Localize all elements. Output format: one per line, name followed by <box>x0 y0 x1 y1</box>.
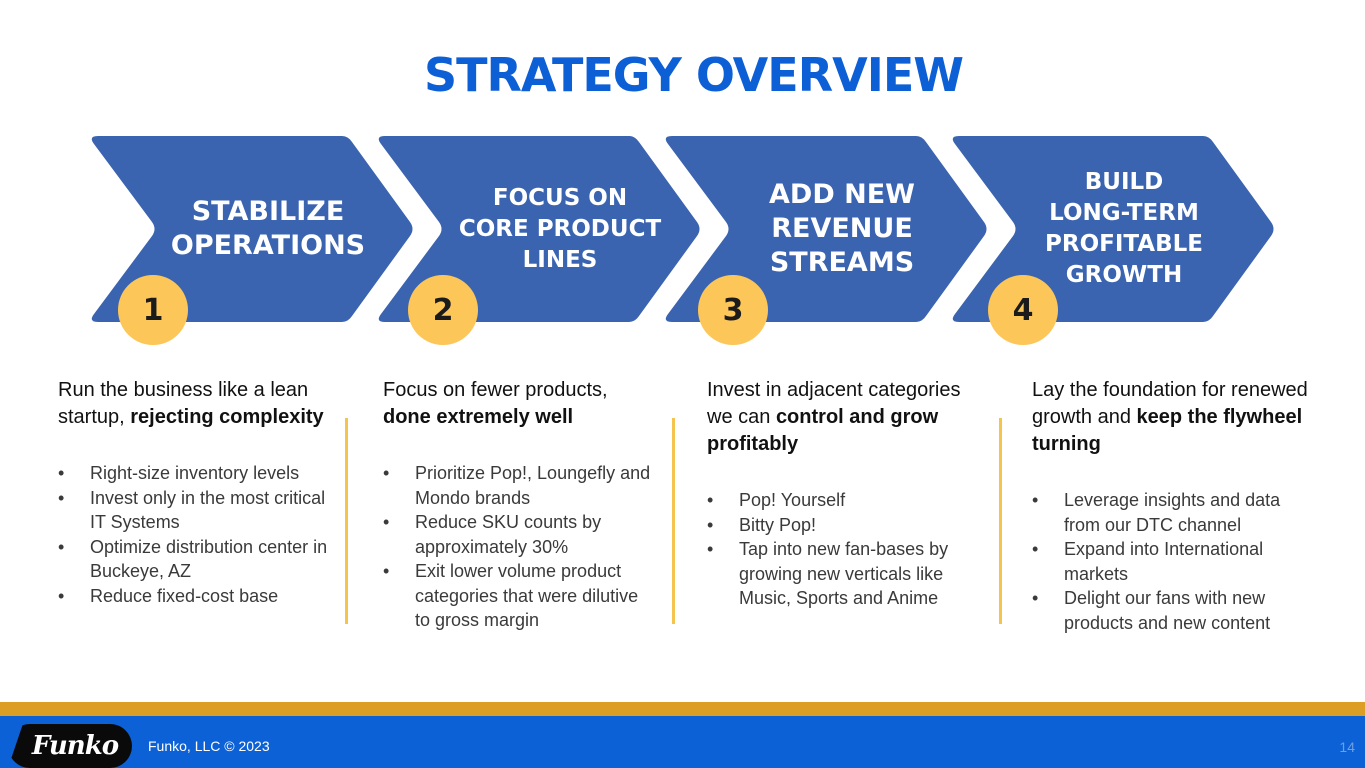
list-item: Reduce SKU counts by approximately 30% <box>383 510 655 559</box>
step-2-bullet-list: Prioritize Pop!, Loungefly and Mondo bra… <box>383 461 655 633</box>
column-divider <box>672 418 675 624</box>
step-4-label: BUILD LONG-TERM PROFITABLE GROWTH <box>1045 169 1203 288</box>
list-item: Tap into new fan-bases by growing new ve… <box>707 537 979 611</box>
footer-accent-stripe <box>0 702 1365 716</box>
intro-emphasis: done extremely well <box>383 406 574 428</box>
list-item: Leverage insights and data from our DTC … <box>1032 488 1312 537</box>
list-item: Reduce fixed-cost base <box>58 584 338 609</box>
step-2-description: Focus on fewer products, done extremely … <box>383 377 655 633</box>
intro-emphasis: control and grow profitably <box>707 406 939 455</box>
column-divider <box>999 418 1002 624</box>
intro-text: Lay the foundation for renewed growth an… <box>1032 379 1308 428</box>
list-item: Optimize distribution center in Buckeye,… <box>58 535 338 584</box>
list-item: Bitty Pop! <box>707 513 979 538</box>
logo-wordmark: Funko <box>31 731 119 761</box>
list-item: Delight our fans with new products and n… <box>1032 586 1312 635</box>
intro-text: Focus on fewer products, <box>383 379 608 401</box>
step-3-label: ADD NEW REVENUE STREAMS <box>769 179 915 278</box>
step-3-chevron: ADD NEW REVENUE STREAMS <box>664 136 989 322</box>
step-3-intro: Invest in adjacent categories we can con… <box>707 377 979 458</box>
intro-text: Run the business like a lean startup, <box>58 379 309 428</box>
list-item: Exit lower volume product categories tha… <box>383 559 655 633</box>
step-1-chevron: STABILIZE OPERATIONS <box>90 136 415 322</box>
step-1-label: STABILIZE OPERATIONS <box>170 196 366 261</box>
chevron-arrow-shape <box>378 136 700 322</box>
list-item: Invest only in the most critical IT Syst… <box>58 486 338 535</box>
list-item: Right-size inventory levels <box>58 461 338 486</box>
slide-title: STRATEGY OVERVIEW <box>423 48 964 102</box>
list-item: Pop! Yourself <box>707 488 979 513</box>
list-item: Prioritize Pop!, Loungefly and Mondo bra… <box>383 461 655 510</box>
step-2-intro: Focus on fewer products, done extremely … <box>383 377 655 431</box>
copyright-text: Funko, LLC © 2023 <box>148 738 270 754</box>
chevron-arrow-shape <box>91 136 413 322</box>
step-1-description: Run the business like a lean startup, re… <box>58 377 338 608</box>
page-number: 14 <box>1339 739 1355 755</box>
step-4-number-badge: 4 <box>988 275 1058 345</box>
step-3-number-badge: 3 <box>698 275 768 345</box>
step-2-label: FOCUS ON CORE PRODUCT LINES <box>458 184 662 273</box>
intro-text: Invest in adjacent categories we can <box>707 379 961 428</box>
funko-logo: Funko <box>8 724 132 768</box>
step-3-description: Invest in adjacent categories we can con… <box>707 377 979 611</box>
step-1-bullet-list: Right-size inventory levels Invest only … <box>58 461 338 608</box>
intro-emphasis: rejecting complexity <box>130 406 324 428</box>
list-item: Expand into International markets <box>1032 537 1312 586</box>
step-2-number-badge: 2 <box>408 275 478 345</box>
step-3-bullet-list: Pop! Yourself Bitty Pop! Tap into new fa… <box>707 488 979 611</box>
column-divider <box>345 418 348 624</box>
footer-bar: Funko Funko, LLC © 2023 14 <box>0 716 1365 768</box>
step-4-bullet-list: Leverage insights and data from our DTC … <box>1032 488 1312 635</box>
step-1-number-badge: 1 <box>118 275 188 345</box>
intro-emphasis: keep the flywheel turning <box>1032 406 1303 455</box>
step-4-intro: Lay the foundation for renewed growth an… <box>1032 377 1312 458</box>
step-1-intro: Run the business like a lean startup, re… <box>58 377 338 431</box>
step-4-description: Lay the foundation for renewed growth an… <box>1032 377 1312 635</box>
chevron-arrow-shape <box>665 136 987 322</box>
step-2-chevron: FOCUS ON CORE PRODUCT LINES <box>377 136 702 322</box>
